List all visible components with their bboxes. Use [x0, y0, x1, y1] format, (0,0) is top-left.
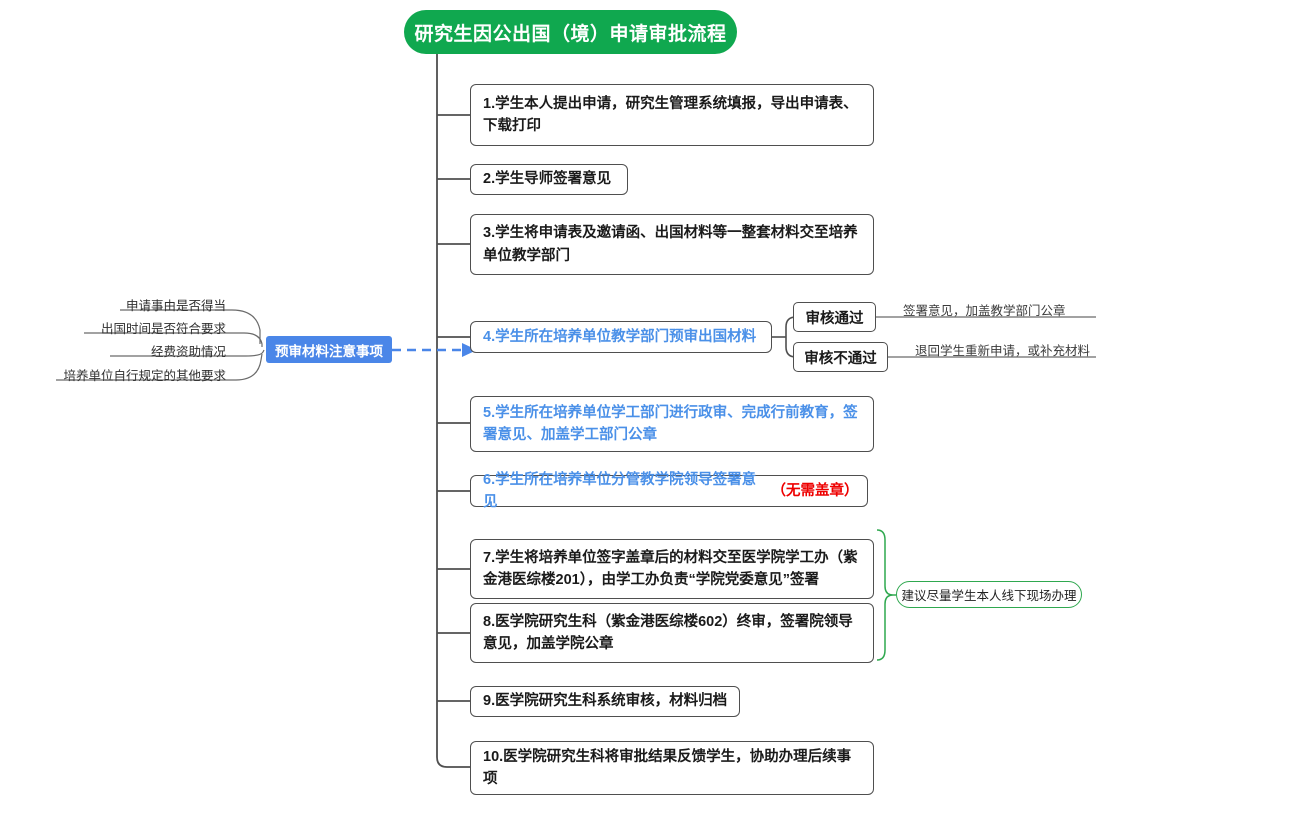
step-6-main: 6.学生所在培养单位分管教学院领导签署意见 [483, 471, 757, 510]
step-box-10[interactable]: 10.医学院研究生科将审批结果反馈学生，协助办理后续事项 [470, 741, 874, 795]
step-box-9[interactable]: 9.医学院研究生科系统审核，材料归档 [470, 686, 740, 717]
review-pass-box[interactable]: 审核通过 [793, 302, 876, 332]
step-box-2[interactable]: 2.学生导师签署意见 [470, 164, 628, 195]
step-box-4[interactable]: 4.学生所在培养单位教学部门预审出国材料 [470, 321, 772, 353]
step-6-no-seal-note: （无需盖章） [771, 482, 859, 499]
review-pass-label: 签署意见，加盖教学部门公章 [903, 304, 1066, 318]
pre-review-item-4: 培养单位自行规定的其他要求 [63, 369, 226, 383]
step-box-5[interactable]: 5.学生所在培养单位学工部门进行政审、完成行前教育，签署意见、加盖学工部门公章 [470, 396, 874, 452]
review-fail-label: 退回学生重新申请，或补充材料 [915, 344, 1091, 358]
review-fail-box[interactable]: 审核不通过 [793, 342, 888, 372]
pre-review-note-box[interactable]: 预审材料注意事项 [266, 336, 392, 363]
step-box-1[interactable]: 1.学生本人提出申请，研究生管理系统填报，导出申请表、下载打印 [470, 84, 874, 146]
stub-step-10 [436, 756, 470, 768]
pre-review-item-2: 出国时间是否符合要求 [100, 322, 226, 336]
step-box-7[interactable]: 7.学生将培养单位签字盖章后的材料交至医学院学工办（紫金港医综楼201），由学工… [470, 539, 874, 599]
green-brace [876, 529, 894, 661]
step-box-6[interactable]: 6.学生所在培养单位分管教学院领导签署意见 （无需盖章） [470, 472, 868, 510]
step-box-8[interactable]: 8.医学院研究生科（紫金港医综楼602）终审，签署院领导意见，加盖学院公章 [470, 603, 874, 663]
pre-review-item-3: 经费资助情况 [150, 345, 226, 359]
step-box-3[interactable]: 3.学生将申请表及邀请函、出国材料等一整套材料交至培养单位教学部门 [470, 214, 874, 275]
page-title: 研究生因公出国（境）申请审批流程 [404, 10, 737, 54]
pre-review-item-1: 申请事由是否得当 [125, 299, 226, 313]
offline-suggestion-pill[interactable]: 建议尽量学生本人线下现场办理 [896, 581, 1082, 608]
